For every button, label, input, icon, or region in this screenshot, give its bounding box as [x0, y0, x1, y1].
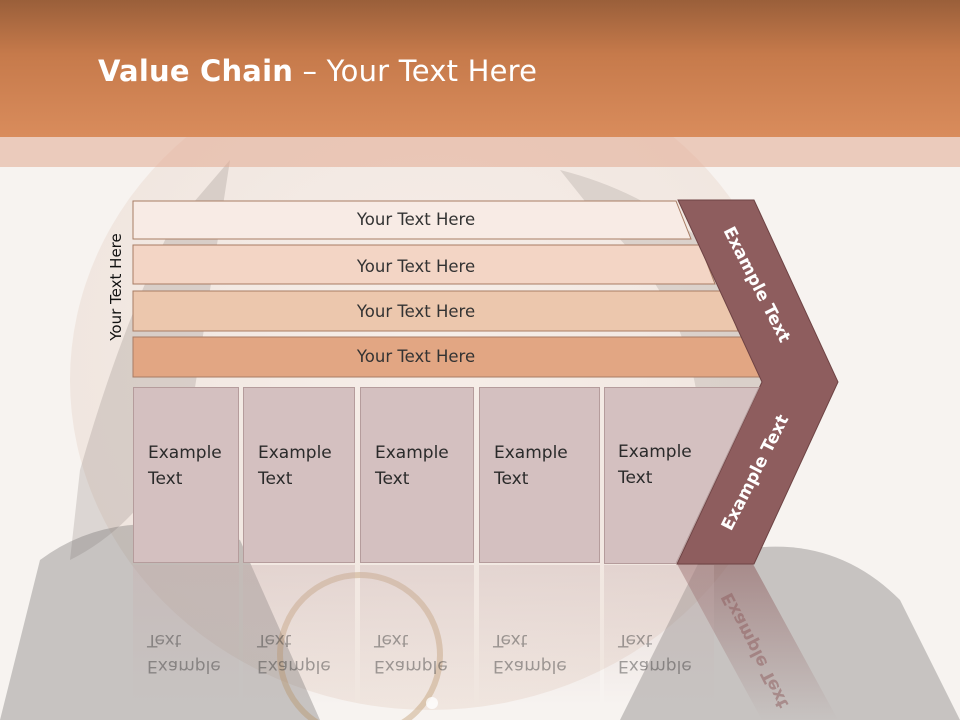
activity-box-1-reflection-label: Example Text [147, 630, 221, 676]
title-bold: Value Chain [98, 54, 294, 88]
activity-box-5-reflection-label: Example Text [618, 630, 692, 676]
activity-box-2: Example Text [243, 387, 355, 563]
bar-2-label: Your Text Here [356, 257, 475, 276]
activity-box-1-reflection: Example Text [133, 565, 239, 705]
arrow-reflection [677, 564, 838, 720]
slide-title: Value Chain – Your Text Here [98, 54, 537, 94]
bar-1-label: Your Text Here [356, 210, 475, 229]
activity-box-2-reflection: Example Text [243, 565, 355, 705]
bar-3-label: Your Text Here [356, 302, 475, 321]
activity-box-4-label: Example Text [494, 443, 568, 489]
activity-box-1-label: Example Text [148, 443, 222, 489]
header-strip [0, 137, 960, 167]
activity-box-5-label: Example Text [618, 442, 692, 488]
activity-box-3-reflection-label: Example Text [374, 630, 448, 676]
activity-box-4-reflection-label: Example Text [493, 630, 567, 676]
bar-4-label: Your Text Here [356, 347, 475, 366]
value-arrow [676, 199, 839, 565]
activity-box-3-label: Example Text [375, 443, 449, 489]
activity-box-4-reflection: Example Text [479, 565, 600, 705]
activity-box-1: Example Text [133, 387, 239, 563]
bar-2 [132, 244, 716, 285]
title-rest: – Your Text Here [293, 54, 538, 88]
header-band [0, 0, 960, 137]
activity-box-5-reflection: Example Text [604, 565, 714, 705]
activity-box-5-shape [604, 387, 760, 564]
activity-box-3: Example Text [360, 387, 474, 563]
activity-box-3-reflection: Example Text [360, 565, 474, 705]
bar-1 [132, 200, 692, 240]
activity-box-2-label: Example Text [258, 443, 332, 489]
activity-box-5: Example Text [604, 387, 714, 563]
activity-box-2-reflection-label: Example Text [257, 630, 331, 676]
activity-box-4: Example Text [479, 387, 600, 563]
